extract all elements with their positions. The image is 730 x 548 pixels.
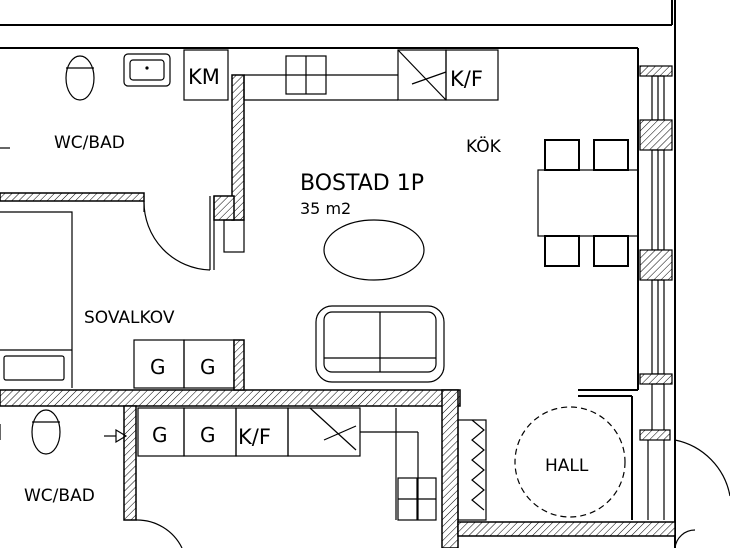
kitchen-counter-bottom bbox=[287, 407, 437, 521]
bed bbox=[0, 211, 73, 388]
coffee-table bbox=[323, 219, 425, 281]
kf-bottom-label: K/F bbox=[238, 425, 271, 449]
g1-label: G bbox=[150, 355, 166, 379]
fridge-freezer-top: K/F bbox=[445, 49, 499, 101]
partition-wall-wc-lower bbox=[213, 195, 235, 221]
unit-wall-bottom bbox=[457, 521, 676, 537]
unit-wall-right bbox=[441, 389, 459, 548]
room-area-bostad: 35 m2 bbox=[300, 199, 351, 218]
km-label: KM bbox=[188, 65, 220, 89]
wardrobe-alcove: G G bbox=[133, 339, 235, 389]
toilet-bottom bbox=[31, 409, 61, 455]
toilet-top bbox=[65, 55, 95, 101]
room-label-kok: KÖK bbox=[466, 135, 502, 157]
wardrobe-lower: G G K/F bbox=[137, 407, 289, 457]
room-label-hall: HALL bbox=[545, 456, 589, 476]
unit-wall-lower-left bbox=[123, 405, 137, 521]
door-swing-right bbox=[674, 439, 730, 497]
exterior-wall-right bbox=[639, 65, 673, 520]
g3-label: G bbox=[152, 423, 168, 447]
turning-circle-hall bbox=[514, 406, 626, 518]
g4-label: G bbox=[200, 423, 216, 447]
alcove-wall-top bbox=[0, 192, 145, 202]
dining-table bbox=[537, 139, 639, 267]
door-swing-wc bbox=[143, 200, 211, 271]
room-label-sovalkov: SOVALKOV bbox=[84, 308, 175, 328]
sofa bbox=[315, 305, 445, 383]
unit-wall-short bbox=[233, 339, 245, 391]
unit-wall-horizontal bbox=[0, 389, 461, 407]
kitchen-counter-top bbox=[243, 49, 447, 101]
sink-top bbox=[123, 53, 171, 87]
room-label-bostad: BOSTAD 1P bbox=[300, 171, 424, 196]
washing-machine-km: KM bbox=[183, 49, 229, 101]
room-label-wc-bad-bottom: WC/BAD bbox=[24, 486, 95, 506]
g2-label: G bbox=[200, 355, 216, 379]
door-swing-lower bbox=[135, 519, 183, 548]
room-label-wc-bad-top: WC/BAD bbox=[54, 133, 125, 153]
kf-top-label: K/F bbox=[450, 67, 483, 91]
arrow-icon bbox=[0, 147, 128, 444]
